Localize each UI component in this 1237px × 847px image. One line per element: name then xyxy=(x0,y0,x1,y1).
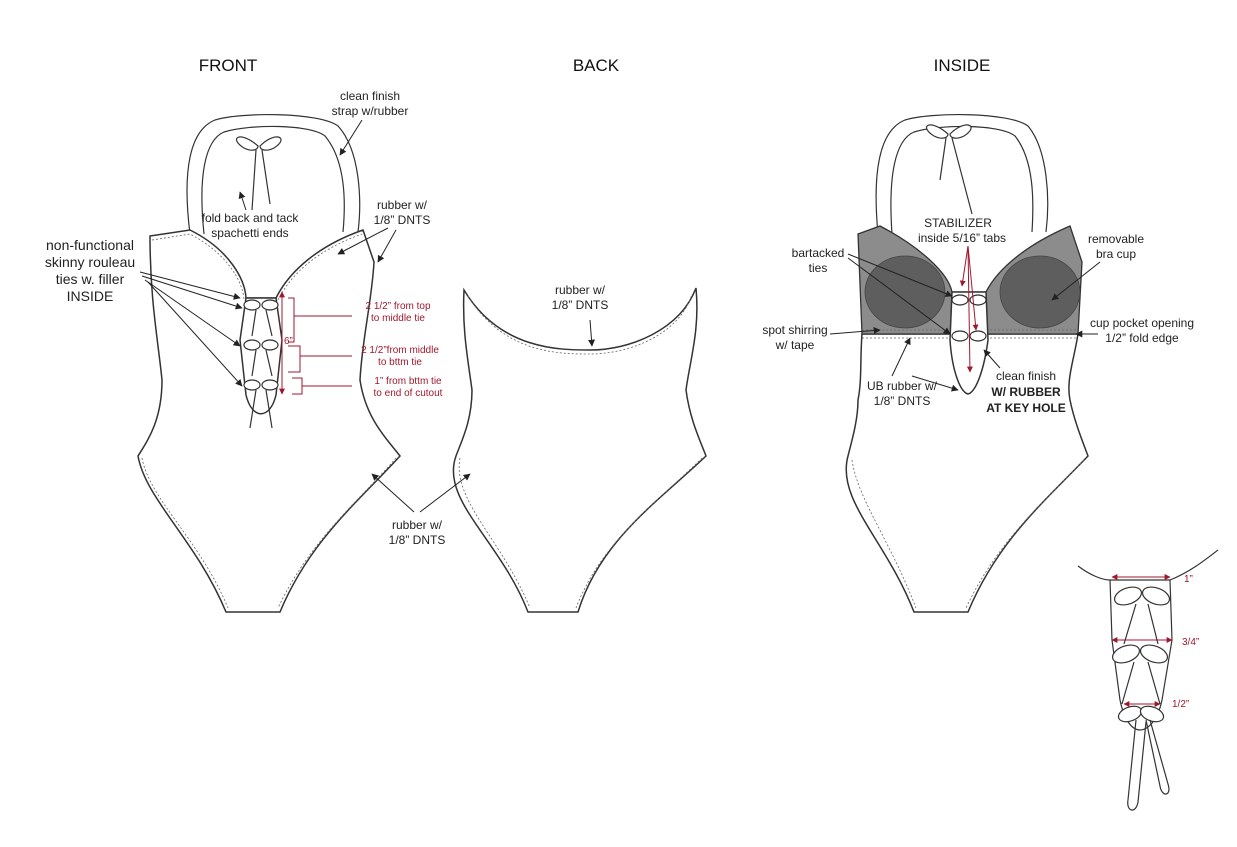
stabilizer-arrow-2 xyxy=(966,245,973,373)
ties-arrow-3 xyxy=(144,279,241,347)
ties-note-line3: ties w. filler xyxy=(56,271,125,287)
front-measurements: 6” xyxy=(279,291,352,395)
rubber-arrow-2 xyxy=(377,229,397,263)
inside-header: INSIDE xyxy=(934,56,991,75)
bartack-note-line1: bartacked xyxy=(792,246,845,260)
measure-1-line2: to middle tie xyxy=(371,313,425,324)
back-leg-arrow-1 xyxy=(371,473,415,513)
stabilizer-note-line1: STABILIZER xyxy=(924,216,992,230)
ties-note-line4: INSIDE xyxy=(67,288,114,304)
detail-width-1: 1” xyxy=(1184,574,1193,585)
shirring-note-line1: spot shirring xyxy=(762,323,827,337)
ub-note-line2: 1/8” DNTS xyxy=(874,394,931,408)
front-swimsuit xyxy=(137,114,401,613)
back-neck-arrow xyxy=(588,319,596,347)
tie-detail xyxy=(1077,549,1219,811)
ub-arrow-2 xyxy=(911,375,959,392)
clean-finish-note-line3: AT KEY HOLE xyxy=(986,401,1066,415)
front-header: FRONT xyxy=(199,56,258,75)
stabilizer-arrow-1 xyxy=(959,245,969,287)
fold-arrow xyxy=(238,191,247,211)
back-leg-note-line2: 1/8” DNTS xyxy=(389,533,446,547)
rubber-note-line1: rubber w/ xyxy=(377,198,428,212)
cup-note-line1: removable xyxy=(1088,232,1144,246)
clean-finish-arrow xyxy=(983,349,1001,369)
fold-note-line2: spachetti ends xyxy=(211,226,288,240)
inside-swimsuit xyxy=(845,114,1089,613)
rubber-arrow-1 xyxy=(337,227,389,255)
bartack-arrow-2 xyxy=(847,257,951,335)
bra-cup-left xyxy=(864,255,946,329)
measure-2-line2: to bttm tie xyxy=(378,357,422,368)
fold-note-line1: fold back and tack xyxy=(202,211,300,225)
back-header: BACK xyxy=(573,56,620,75)
back-leg-arrow-2 xyxy=(419,473,471,513)
back-neck-note-line1: rubber w/ xyxy=(555,283,606,297)
strap-arrow xyxy=(339,119,363,156)
strap-note-line1: clean finish xyxy=(340,89,400,103)
back-leg-note-line1: rubber w/ xyxy=(392,518,443,532)
measure-2-line1: 2 1/2”from middle xyxy=(361,345,439,356)
shirring-note-line2: w/ tape xyxy=(775,338,815,352)
cup-note-line2: bra cup xyxy=(1096,247,1136,261)
rubber-note-line2: 1/8” DNTS xyxy=(374,213,431,227)
ties-note-line2: skinny rouleau xyxy=(45,254,135,270)
back-neck-note-line2: 1/8” DNTS xyxy=(552,298,609,312)
strap-note-line2: strap w/rubber xyxy=(332,104,409,118)
ties-arrow-2 xyxy=(141,275,243,310)
measure-3-line2: to end of cutout xyxy=(374,388,443,399)
ties-arrow-1 xyxy=(139,271,241,300)
ub-arrow-1 xyxy=(891,337,911,377)
stabilizer-note-line2: inside 5/16” tabs xyxy=(918,231,1006,245)
pocket-note-line1: cup pocket opening xyxy=(1090,316,1194,330)
measure-3-line1: 1” from bttm tie xyxy=(374,376,442,387)
pocket-note-line2: 1/2” fold edge xyxy=(1105,331,1179,345)
bartack-arrow-1 xyxy=(847,253,953,297)
ties-note-line1: non-functional xyxy=(46,237,134,253)
shirring-arrow xyxy=(829,327,881,335)
detail-width-2: 3/4” xyxy=(1182,637,1199,648)
detail-width-3: 1/2” xyxy=(1172,699,1189,710)
clean-finish-note-line1: clean finish xyxy=(996,369,1056,383)
clean-finish-note-line2: W/ RUBBER xyxy=(991,385,1061,399)
cup-arrow xyxy=(1051,261,1101,301)
back-swimsuit xyxy=(452,287,707,613)
bartack-note-line2: ties xyxy=(809,261,828,275)
bra-cup-right xyxy=(999,255,1081,329)
ub-note-line1: UB rubber w/ xyxy=(867,379,938,393)
stabilizer-arrow-3 xyxy=(967,245,979,331)
ties-arrow-4 xyxy=(147,281,243,387)
measure-1-line1: 2 1/2” from top xyxy=(365,301,430,312)
